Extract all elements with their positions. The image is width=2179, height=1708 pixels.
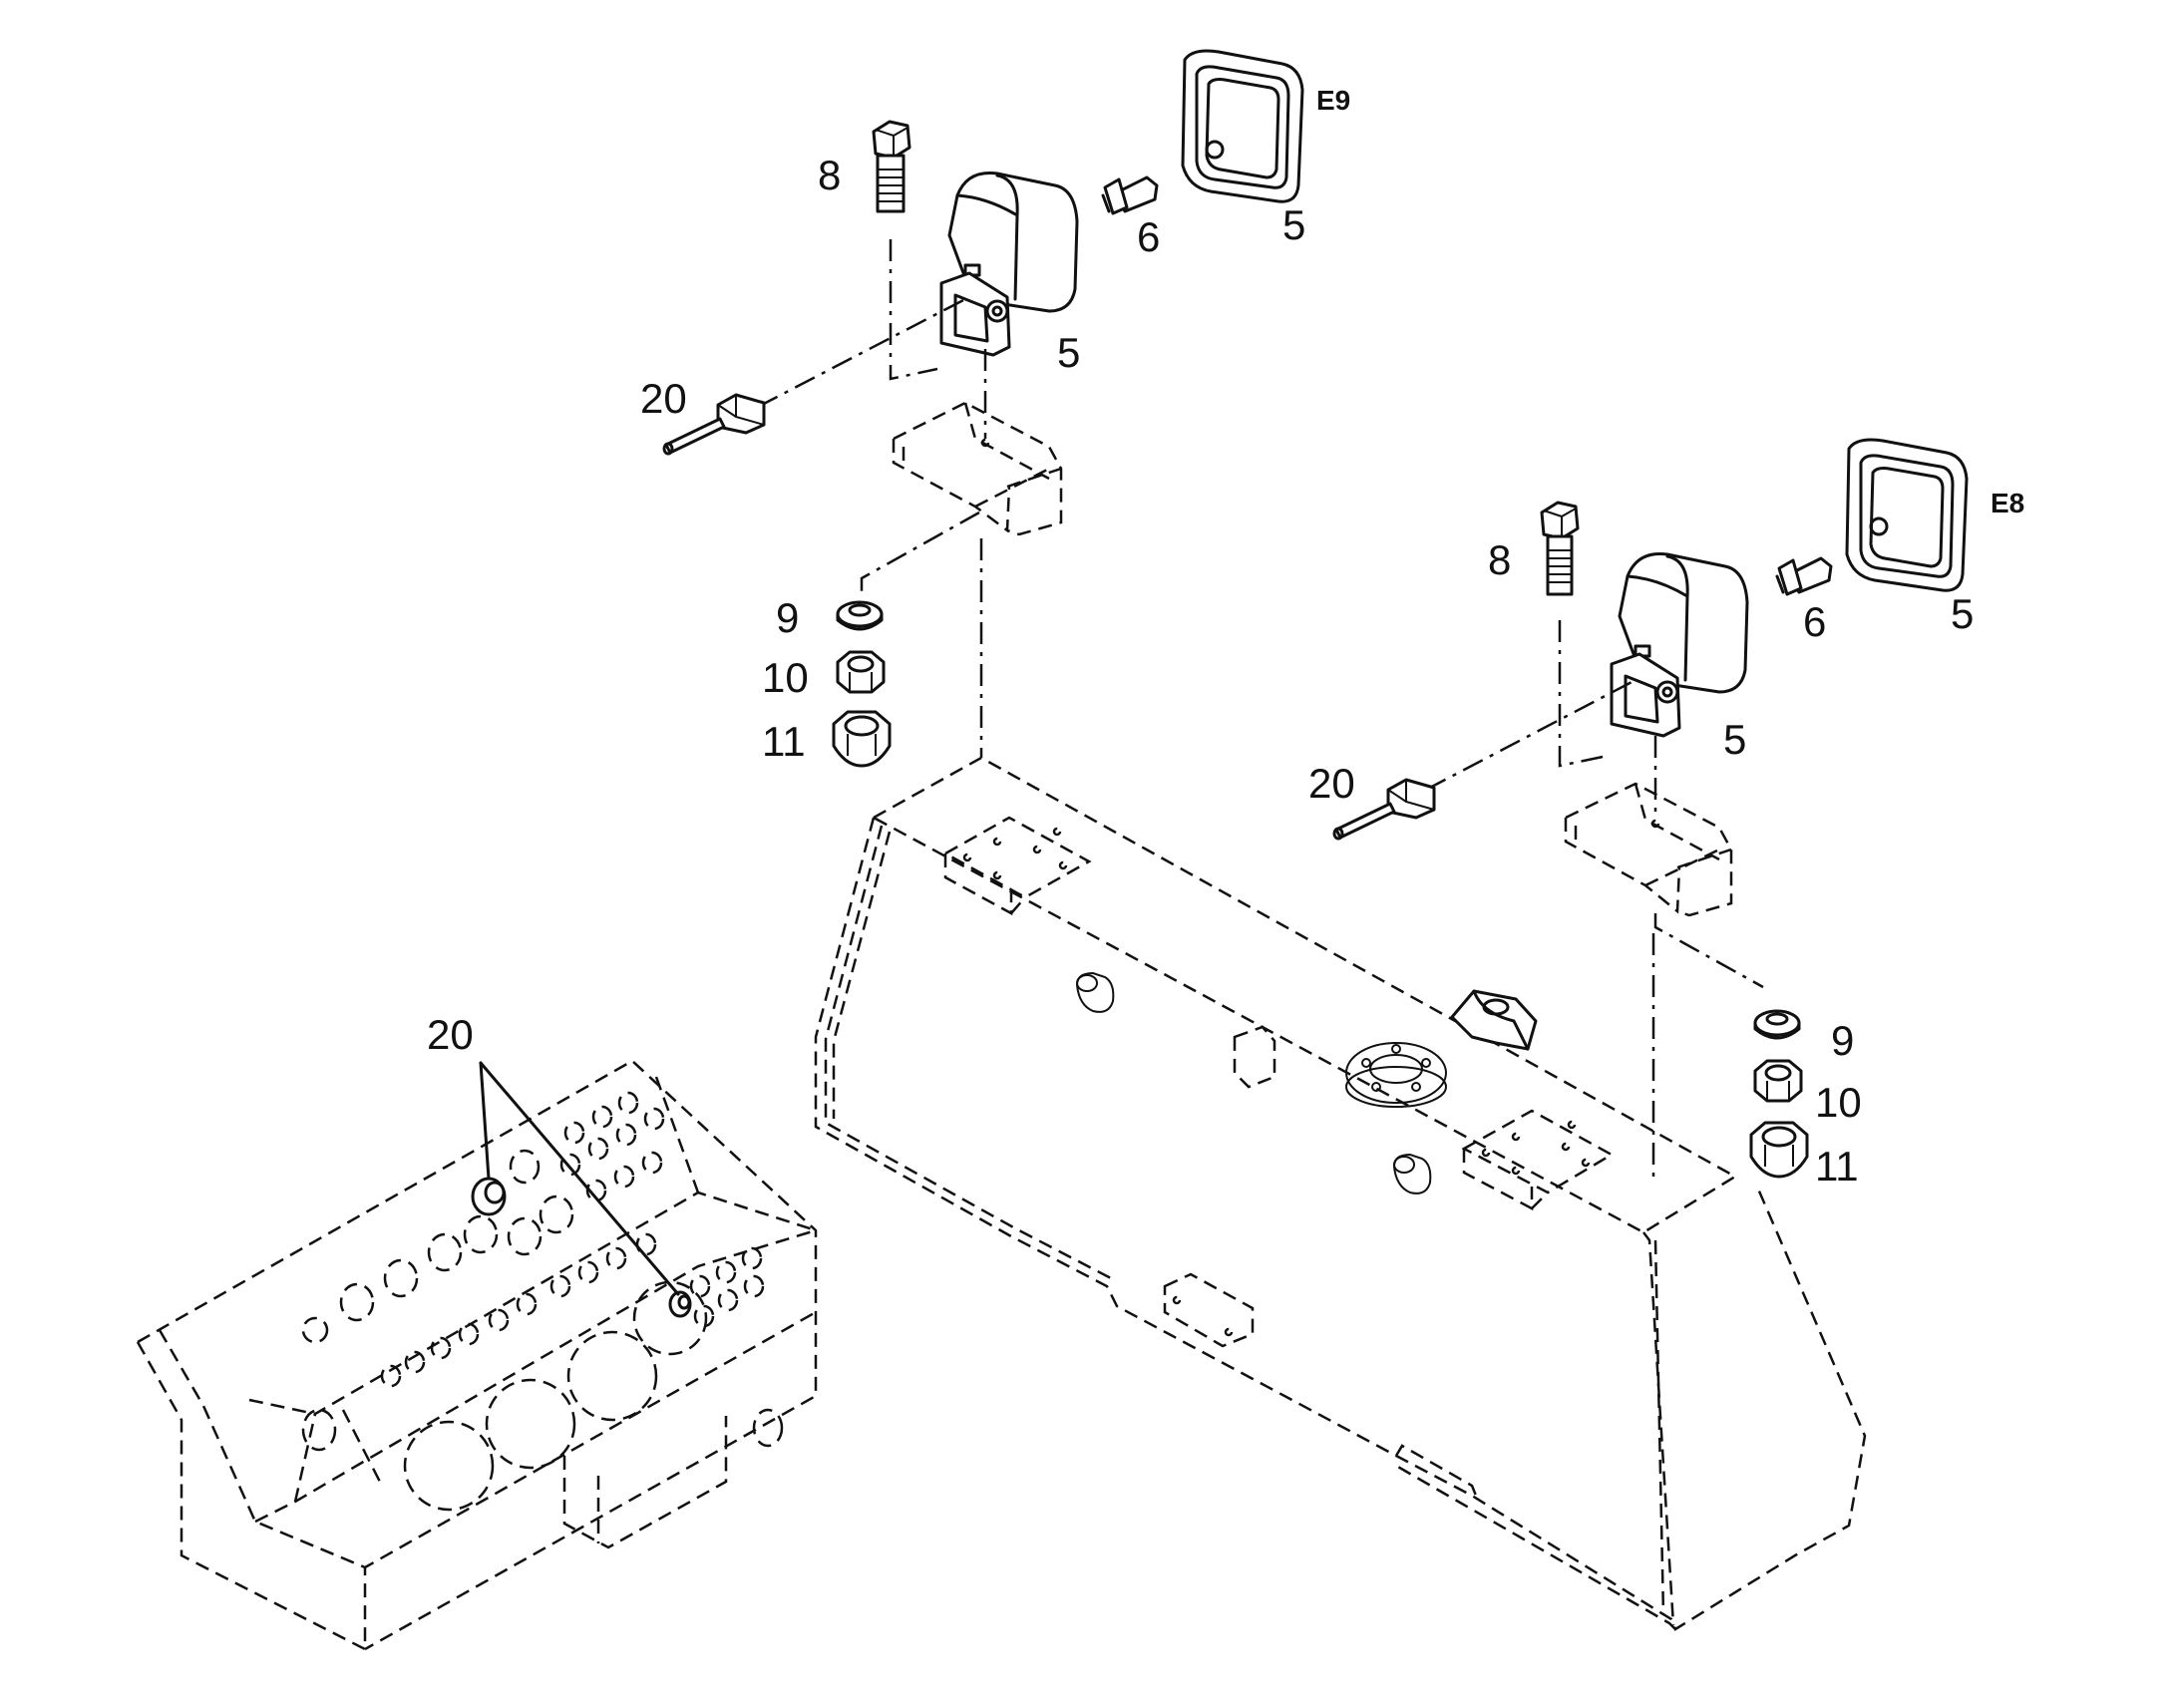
- callout-10: 10: [762, 654, 809, 701]
- washer-icon: [836, 600, 884, 631]
- callout-11: 11: [762, 718, 806, 765]
- callout-20: 20: [640, 375, 687, 422]
- callout-20: 20: [427, 1011, 474, 1058]
- callout-11: 11: [1815, 1143, 1859, 1190]
- bolt-icon: [1540, 501, 1580, 596]
- bracket-icon: [1564, 782, 1733, 917]
- callout-5: 5: [1282, 201, 1305, 248]
- cap-nut-icon: [1749, 1121, 1809, 1179]
- instrument-panel: [136, 1059, 818, 1652]
- callout-8: 8: [1488, 536, 1511, 583]
- callout-5: 5: [1723, 716, 1746, 763]
- lamp-assembly-e9: [662, 49, 1304, 768]
- nut-icon: [836, 650, 886, 694]
- nut-icon: [1753, 1059, 1803, 1103]
- callout-e9: E9: [1316, 85, 1350, 116]
- bulb-icon: [1101, 175, 1159, 215]
- roof-vent: [1345, 1042, 1447, 1108]
- lamp-assembly-e8: [1332, 438, 1969, 1179]
- connector-icon: [662, 393, 766, 456]
- cap-nut-icon: [832, 710, 892, 768]
- indicator-lamp-icon: [668, 1290, 692, 1318]
- lamp-lens-icon: [1845, 438, 1969, 592]
- lamp-housing-icon: [1610, 551, 1749, 738]
- callout-5: 5: [1057, 329, 1080, 376]
- callout-9: 9: [1831, 1017, 1854, 1064]
- bulb-icon: [1775, 556, 1833, 596]
- callout-9: 9: [776, 594, 799, 641]
- callout-6: 6: [1137, 213, 1160, 260]
- connector-icon: [1332, 778, 1436, 841]
- lamp-housing-icon: [939, 171, 1079, 357]
- callout-10: 10: [1815, 1079, 1862, 1126]
- callout-5: 5: [1951, 590, 1974, 637]
- callout-20: 20: [1308, 760, 1355, 807]
- washer-icon: [1753, 1009, 1801, 1040]
- callout-e8: E8: [1991, 488, 2024, 518]
- callout-6: 6: [1803, 598, 1826, 645]
- bracket-icon: [892, 401, 1063, 536]
- lamp-lens-icon: [1181, 49, 1304, 203]
- indicator-lamp-icon: [471, 1177, 507, 1216]
- cab-roof-panel: [814, 756, 1867, 1631]
- bolt-icon: [872, 120, 911, 213]
- callout-8: 8: [818, 152, 841, 198]
